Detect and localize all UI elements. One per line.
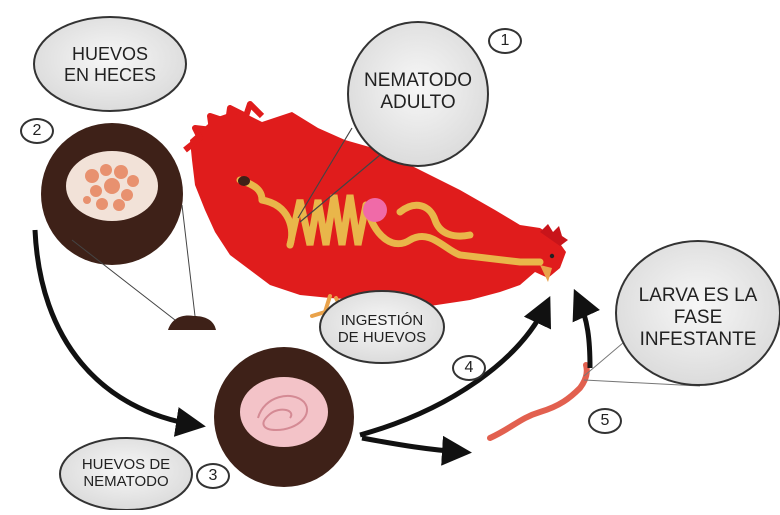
step-2-badge: 2 [20, 118, 54, 144]
arrow-egg-to-larva [362, 438, 462, 452]
step-1-badge: 1 [488, 28, 522, 54]
step-3-badge: 3 [196, 463, 230, 489]
arrow-larva-to-chicken [578, 298, 590, 368]
label-line: EN HECES [42, 65, 178, 86]
nematode-egg-circle [214, 347, 354, 487]
chicken-crop [363, 198, 387, 222]
label-line: HUEVOS [42, 44, 178, 65]
label-line: ADULTO [352, 92, 484, 114]
label-line: FASE [624, 307, 772, 329]
label-line: LARVA ES LA [624, 285, 772, 307]
label-huevos-de-nematodo: HUEVOS DE NEMATODO [66, 456, 186, 491]
label-nematodo-adulto: NEMATODO ADULTO [352, 70, 484, 114]
label-larva-fase-infestante: LARVA ES LA FASE INFESTANTE [624, 285, 772, 351]
label-line: HUEVOS DE [66, 456, 186, 473]
label-line: INGESTIÓN [324, 312, 440, 329]
feces-egg-circle [41, 123, 183, 265]
label-line: NEMATODO [66, 473, 186, 490]
chicken-eye [550, 254, 554, 258]
intestine-end [238, 176, 250, 186]
label-ingestion-de-huevos: INGESTIÓN DE HUEVOS [324, 312, 440, 347]
label-line: INFESTANTE [624, 329, 772, 351]
larva-worm [490, 365, 587, 438]
feces-pile [168, 316, 216, 330]
label-huevos-en-heces: HUEVOS EN HECES [42, 44, 178, 85]
step-5-badge: 5 [588, 408, 622, 434]
step-4-badge: 4 [452, 355, 486, 381]
label-line: DE HUEVOS [324, 329, 440, 346]
label-line: NEMATODO [352, 70, 484, 92]
